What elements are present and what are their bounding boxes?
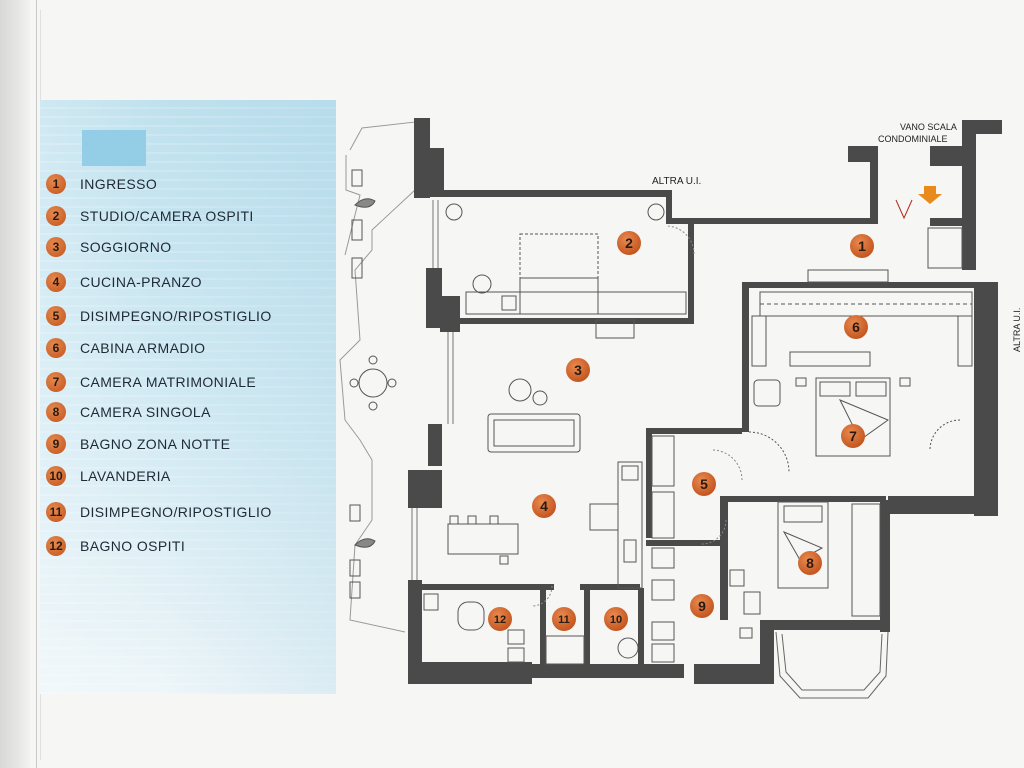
legend-item: 1 INGRESSO: [46, 174, 157, 194]
label-vano-scala: VANO SCALA: [900, 122, 957, 132]
legend-panel: [40, 100, 336, 694]
bathroom-fixtures: [423, 435, 753, 665]
label-condominiale: CONDOMINIALE: [878, 134, 948, 144]
room-marker-label: 3: [574, 362, 582, 378]
terrace-furniture: [349, 169, 397, 599]
legend-label: LAVANDERIA: [80, 468, 171, 484]
legend-item: 4 CUCINA-PRANZO: [46, 272, 202, 292]
legend-number: 12: [46, 536, 66, 556]
legend-item: 2 STUDIO/CAMERA OSPITI: [46, 206, 254, 226]
scan-edge: [0, 0, 30, 768]
legend-item: 3 SOGGIORNO: [46, 237, 172, 257]
legend-label: CAMERA SINGOLA: [80, 404, 211, 420]
window-lines: [411, 200, 454, 580]
room-marker-2: 2: [617, 231, 641, 255]
legend-label: SOGGIORNO: [80, 239, 172, 255]
legend-label: CABINA ARMADIO: [80, 340, 206, 356]
legend-number: 3: [46, 237, 66, 257]
room-marker-6: 6: [844, 315, 868, 339]
room-marker-5: 5: [692, 472, 716, 496]
room-marker-label: 10: [610, 614, 622, 626]
room-marker-3: 3: [566, 358, 590, 382]
legend-label: BAGNO OSPITI: [80, 538, 186, 554]
closet-furniture: [751, 227, 973, 367]
room-marker-label: 5: [700, 476, 708, 492]
room-marker-label: 4: [540, 498, 548, 514]
room-markers: 1 2 3 4 5 6 7 8 9 10 11 12: [488, 231, 874, 631]
legend-number: 8: [46, 402, 66, 422]
legend-item: 7 CAMERA MATRIMONIALE: [46, 372, 256, 392]
scan-line: [36, 0, 37, 768]
terrace-outline: [339, 121, 416, 633]
legend-label: DISIMPEGNO/RIPOSTIGLIO: [80, 504, 272, 520]
legend-number: 7: [46, 372, 66, 392]
legend-number: 6: [46, 338, 66, 358]
master-bedroom-furniture: [748, 377, 961, 473]
legend-item: 8 CAMERA SINGOLA: [46, 402, 211, 422]
label-altra-ui-top: ALTRA U.I.: [652, 176, 701, 187]
room-marker-label: 11: [558, 614, 570, 626]
room-marker-label: 2: [625, 235, 633, 251]
legend-number: 11: [46, 502, 66, 522]
room-marker-10: 10: [604, 607, 628, 631]
living-furniture: [447, 378, 643, 589]
room-marker-label: 9: [698, 598, 706, 614]
room-marker-4: 4: [532, 494, 556, 518]
legend-item: 5 DISIMPEGNO/RIPOSTIGLIO: [46, 306, 272, 326]
legend-number: 1: [46, 174, 66, 194]
walls: [408, 118, 1002, 684]
legend-number: 10: [46, 466, 66, 486]
door-swings: [531, 225, 743, 607]
room-marker-7: 7: [841, 424, 865, 448]
legend-number: 9: [46, 434, 66, 454]
legend-label: STUDIO/CAMERA OSPITI: [80, 208, 254, 224]
room-marker-label: 7: [849, 428, 857, 444]
study-furniture: [445, 203, 687, 339]
legend-item: 10 LAVANDERIA: [46, 466, 171, 486]
room-marker-8: 8: [798, 551, 822, 575]
legend-swatch: [82, 130, 146, 166]
legend-label: DISIMPEGNO/RIPOSTIGLIO: [80, 308, 272, 324]
legend-item: 6 CABINA ARMADIO: [46, 338, 205, 358]
legend-item: 11 DISIMPEGNO/RIPOSTIGLIO: [46, 502, 272, 522]
legend-number: 5: [46, 306, 66, 326]
legend-label: CAMERA MATRIMONIALE: [80, 374, 257, 390]
room-marker-1: 1: [850, 234, 874, 258]
legend-item: 12 BAGNO OSPITI: [46, 536, 185, 556]
entry-arrow: [895, 186, 942, 220]
label-altra-ui-right: ALTRA U.I.: [1012, 308, 1022, 352]
legend-number: 4: [46, 272, 66, 292]
room-marker-11: 11: [552, 607, 576, 631]
room-marker-12: 12: [488, 607, 512, 631]
room-marker-9: 9: [690, 594, 714, 618]
room-marker-label: 12: [494, 614, 506, 626]
bay-window: [775, 631, 889, 699]
legend-label: CUCINA-PRANZO: [80, 274, 202, 290]
room-marker-label: 1: [858, 238, 866, 254]
legend-label: INGRESSO: [80, 176, 158, 192]
room-marker-label: 8: [806, 555, 814, 571]
legend-label: BAGNO ZONA NOTTE: [80, 436, 231, 452]
legend-item: 9 BAGNO ZONA NOTTE: [46, 434, 230, 454]
room-marker-label: 6: [852, 319, 860, 335]
legend-number: 2: [46, 206, 66, 226]
